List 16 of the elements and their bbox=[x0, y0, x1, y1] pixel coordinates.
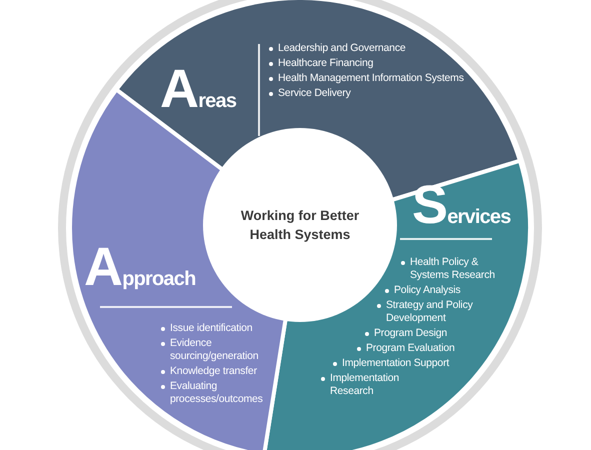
center-title: Working for Better Health Systems bbox=[240, 207, 360, 244]
bullet-item: Service Delivery bbox=[268, 87, 478, 100]
bullet-item: Health Policy & Systems Research bbox=[400, 256, 510, 282]
bullet-item: Issue identification bbox=[160, 322, 295, 335]
bullet-item: Leadership and Governance bbox=[268, 42, 478, 55]
bullet-item: Program Design bbox=[364, 327, 494, 340]
bullet-item: Health Management Information Systems bbox=[268, 72, 478, 85]
bullet-item: Implementation Support bbox=[332, 357, 482, 370]
bullet-item: Healthcare Financing bbox=[268, 57, 478, 70]
segment-heading: Areas bbox=[160, 62, 236, 116]
bullet-item: Implementation Research bbox=[320, 372, 430, 398]
bullet-item: Knowledge transfer bbox=[160, 365, 295, 378]
bullet-item: Evidence sourcing/generation bbox=[160, 337, 295, 363]
segment-heading: Approach bbox=[84, 240, 196, 294]
bullet-item: Evaluating processes/outcomes bbox=[160, 380, 295, 406]
bullet-item: Program Evaluation bbox=[356, 342, 486, 355]
